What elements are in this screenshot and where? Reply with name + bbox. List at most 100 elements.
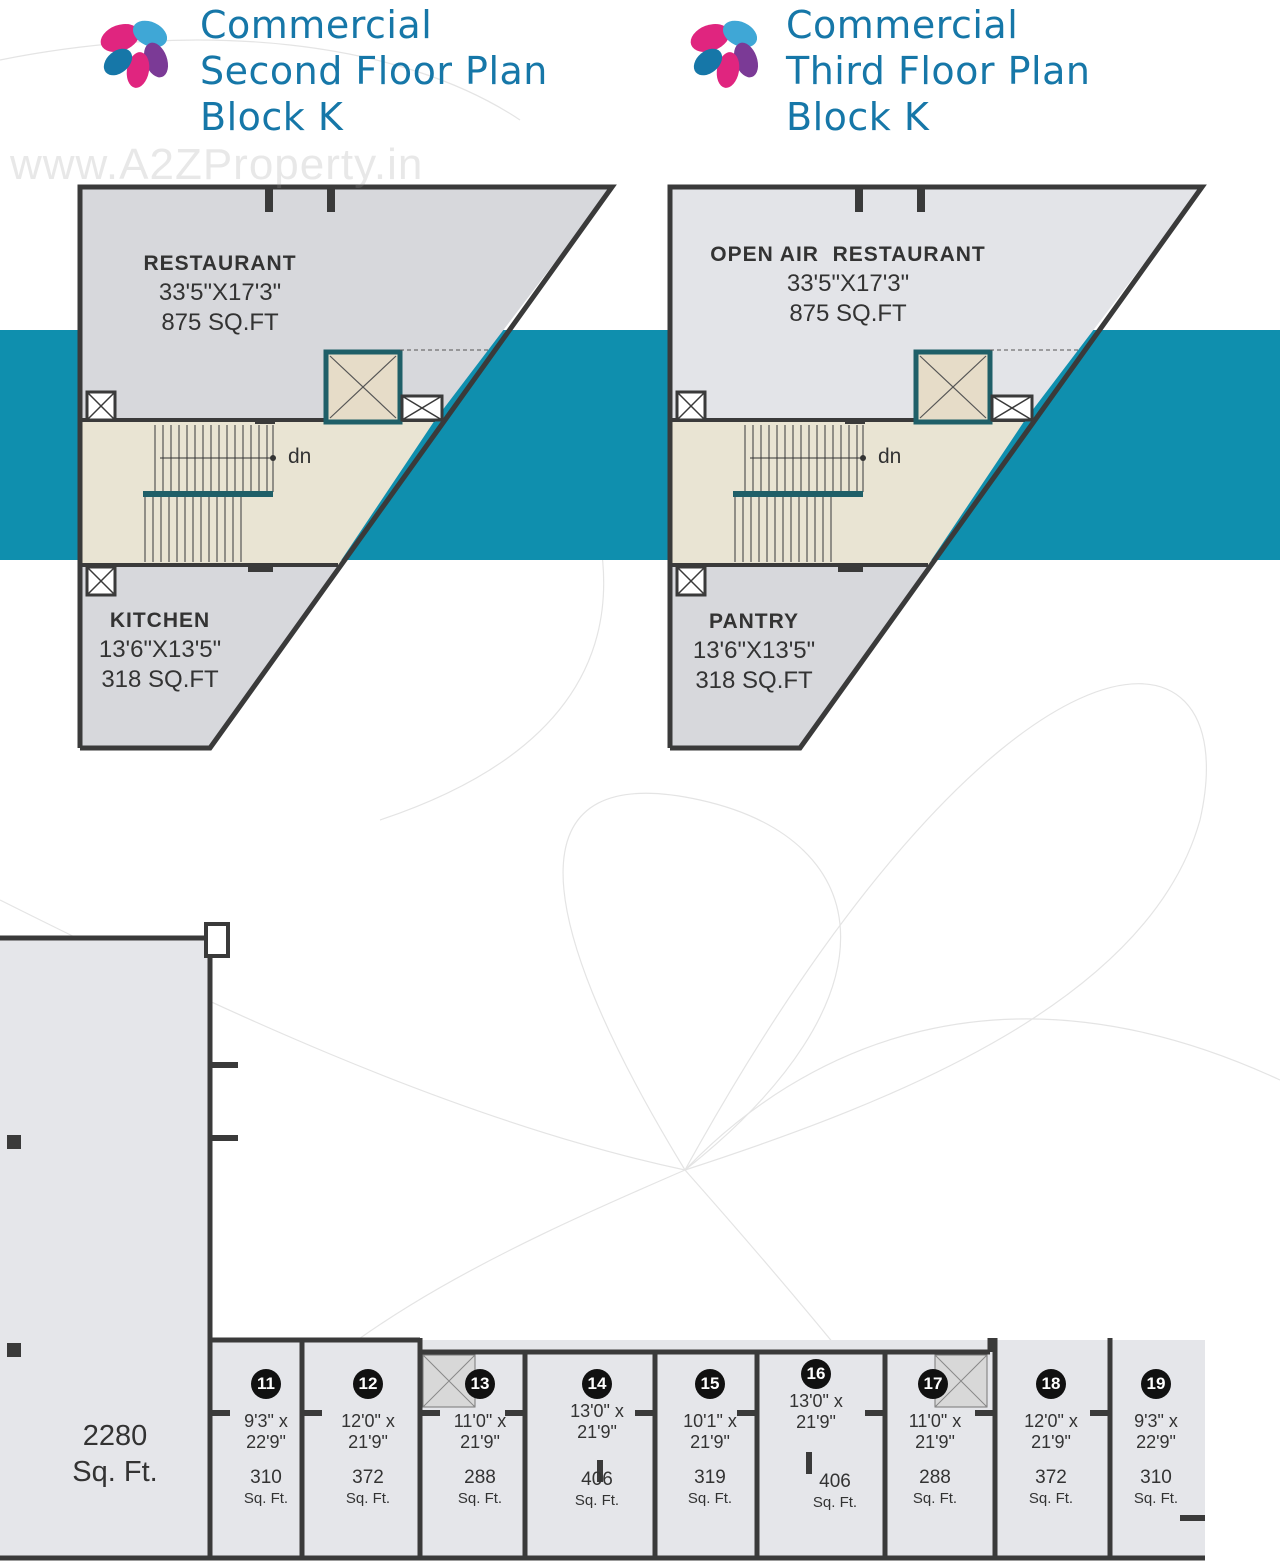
column	[327, 187, 335, 212]
pantry-label: PANTRY 13'6"X13'5" 318 SQ.FT	[679, 608, 829, 696]
shop-dims: 21'9"	[348, 1432, 388, 1452]
duct-cross	[422, 1354, 476, 1408]
duct-cross	[934, 1354, 988, 1408]
title-line: Second Floor Plan	[200, 49, 548, 93]
shop-number-badge: 15	[695, 1369, 725, 1399]
open-air-restaurant-shape	[670, 187, 1202, 420]
kitchen-label: KITCHEN 13'6"X13'5" 318 SQ.FT	[85, 607, 235, 695]
stair-landing-wall	[143, 491, 273, 497]
large-unit-area: 2280	[82, 1420, 148, 1452]
room-dims: 33'5"X17'3"	[158, 279, 282, 306]
shop-area-unit: Sq. Ft.	[457, 1490, 503, 1507]
room-area: 875 SQ.FT	[789, 300, 907, 327]
stair-landing-wall	[733, 491, 863, 497]
room-area: 318 SQ.FT	[695, 667, 813, 694]
restaurant-room-shape	[80, 187, 612, 420]
shop-number-badge: 14	[582, 1369, 612, 1399]
shop-dims: 21'9"	[690, 1432, 730, 1452]
shop-dims: 21'9"	[796, 1412, 836, 1432]
column	[204, 922, 230, 958]
second-floor-plan	[77, 184, 617, 751]
restaurant-label: RESTAURANT 33'5"X17'3" 875 SQ.FT	[120, 250, 320, 338]
room-dims: 13'6"X13'5"	[692, 637, 816, 664]
outer-wall	[667, 184, 1207, 751]
title-line: Block K	[786, 95, 930, 139]
staircase	[734, 425, 864, 562]
shop-number-badge: 19	[1141, 1369, 1171, 1399]
second-floor-title: Commercial Second Floor Plan Block K	[200, 2, 548, 140]
shop-number-badge: 16	[801, 1359, 831, 1389]
shop-number-badge: 17	[918, 1369, 948, 1399]
shop-dims: 9'3" x	[1134, 1411, 1178, 1431]
shop-area-unit: Sq. Ft.	[574, 1492, 620, 1509]
large-unit-shape	[0, 938, 210, 1558]
flower-logo-icon	[690, 20, 759, 88]
door-stubs	[210, 1410, 1205, 1521]
door-stub	[845, 418, 865, 424]
wall-stub	[210, 1062, 238, 1068]
column	[265, 187, 273, 212]
shop-area-unit: Sq. Ft.	[687, 1490, 733, 1507]
shop-dims: 12'0" x	[1024, 1411, 1078, 1431]
large-unit-label: 2280 Sq. Ft.	[50, 1418, 180, 1490]
stair-direction-label: dn	[288, 445, 312, 468]
shop-dims: 11'0" x	[908, 1411, 962, 1431]
room-area: 875 SQ.FT	[161, 309, 279, 336]
duct-cross	[676, 391, 706, 421]
shop-number-badge: 11	[251, 1369, 281, 1399]
shop-area: 372	[352, 1467, 384, 1488]
shop-area-unit: Sq. Ft.	[1133, 1490, 1179, 1507]
shop-area: 288	[464, 1467, 496, 1488]
shop-area-unit: Sq. Ft.	[243, 1490, 289, 1507]
kitchen-room-shape	[80, 565, 338, 748]
stair-arrow-dot	[270, 455, 276, 461]
shop-area-unit: Sq. Ft.	[1028, 1490, 1074, 1507]
duct-cross	[676, 566, 706, 596]
shop-area: 406	[581, 1469, 613, 1490]
shop-dims: 11'0" x	[453, 1411, 507, 1431]
background-swirls	[0, 39, 1280, 1561]
shop-dims: 12'0" x	[341, 1411, 395, 1431]
title-line: Commercial	[786, 3, 1019, 47]
shop-area: 310	[250, 1467, 282, 1488]
title-line: Third Floor Plan	[786, 49, 1091, 93]
shop-area: 310	[1140, 1467, 1172, 1488]
column	[917, 187, 925, 212]
shop-partitions	[299, 1338, 1113, 1558]
shop-number-badge: 13	[465, 1369, 495, 1399]
wall-stub	[210, 1135, 238, 1141]
shop-area: 372	[1035, 1467, 1067, 1488]
shop-dims: 21'9"	[577, 1422, 617, 1442]
duct-cross	[86, 566, 116, 596]
outer-wall	[77, 184, 617, 751]
column	[7, 1343, 21, 1357]
third-floor-plan	[667, 184, 1207, 751]
room-dims: 13'6"X13'5"	[98, 636, 222, 663]
shop-area-unit: Sq. Ft.	[812, 1494, 858, 1511]
shop-area: 319	[694, 1467, 726, 1488]
shop-number-badge: 18	[1036, 1369, 1066, 1399]
door-stub	[838, 565, 863, 572]
lift-cross	[329, 355, 397, 419]
shop-dims: 21'9"	[460, 1432, 500, 1452]
shop-number-badge: 12	[353, 1369, 383, 1399]
shop-dims: 21'9"	[1031, 1432, 1071, 1452]
title-line: Block K	[200, 95, 344, 139]
shop-dims: 13'0" x	[789, 1391, 843, 1411]
room-name: RESTAURANT	[143, 252, 297, 275]
third-floor-title: Commercial Third Floor Plan Block K	[786, 2, 1090, 140]
shop-dims: 21'9"	[915, 1432, 955, 1452]
door-stub	[248, 565, 273, 572]
pantry-room-shape	[670, 565, 928, 748]
room-name: PANTRY	[709, 610, 799, 633]
shop-area-unit: Sq. Ft.	[345, 1490, 391, 1507]
watermark-text: www.A2ZProperty.in	[10, 140, 424, 189]
